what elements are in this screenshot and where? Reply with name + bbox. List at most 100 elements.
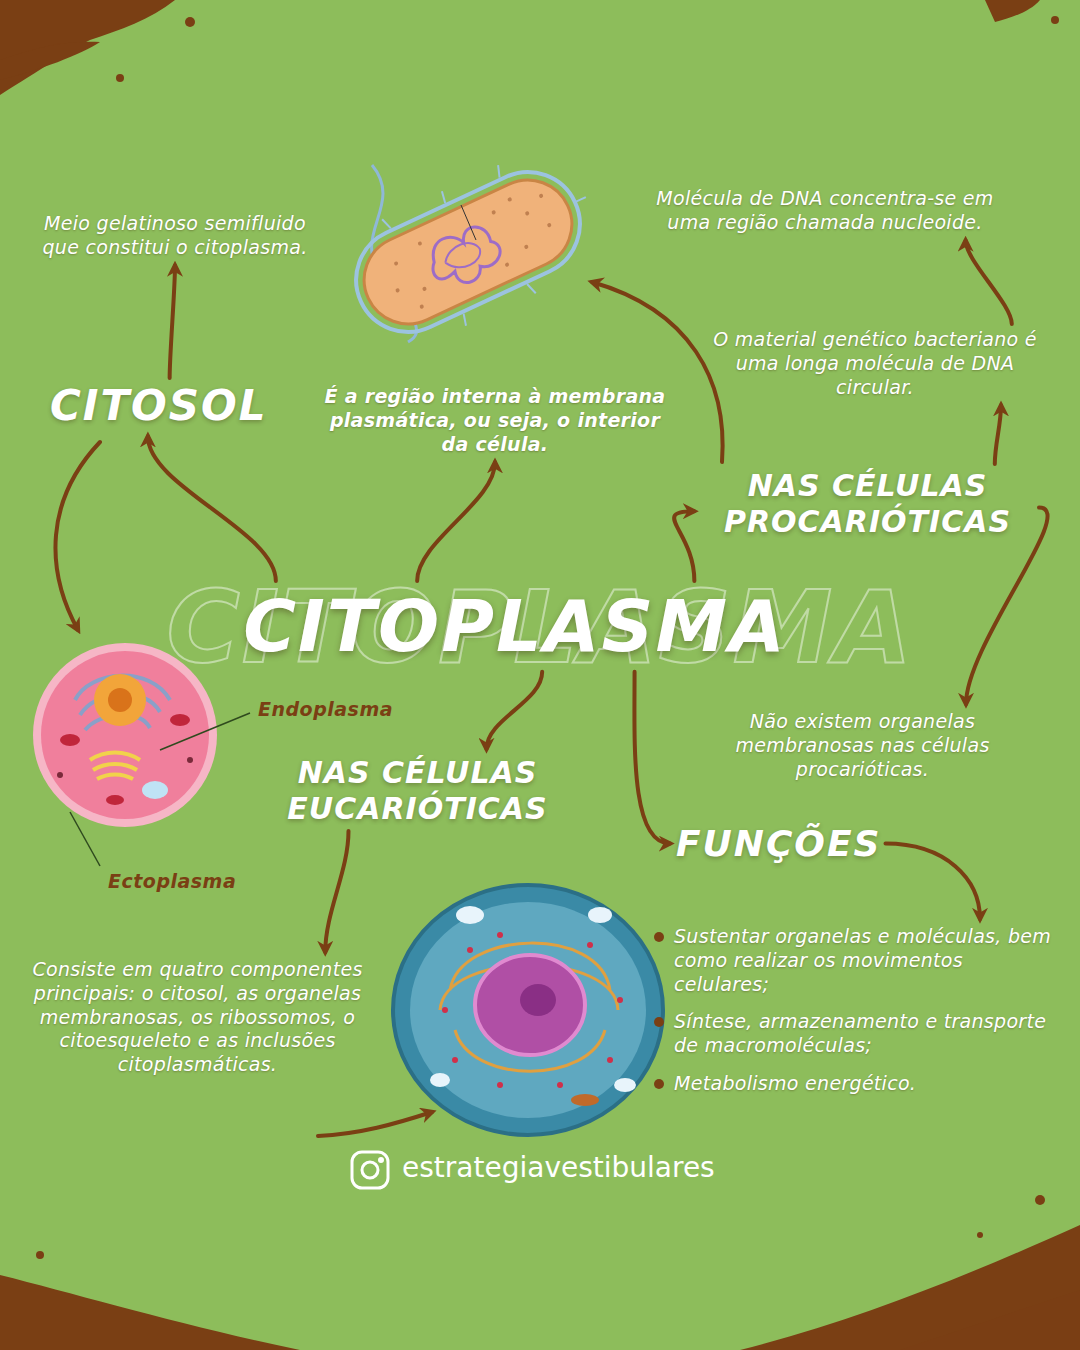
animal-cell-illustration-part [108,688,132,712]
eukaryotic-cell-illustration-part-part [442,1007,448,1013]
eukaryotic-cell-illustration-part-part [557,1082,563,1088]
bacterium-illustration-part-part-part [547,222,552,227]
animal-cell-illustration-part [160,713,250,750]
arrow-connector [417,462,495,581]
eukaryotic-cell-illustration-part-part [497,932,503,938]
bacterium-illustration-part-part [339,155,597,349]
eukaryotic-cell-illustration-part [430,1073,450,1087]
eukaryotic-cell-illustration-part-part [607,1057,613,1063]
eukaryotic-cell-illustration-part-part [617,997,623,1003]
bacterium-illustration-part-part [382,137,614,339]
bacterium-illustration-part-part [380,184,565,316]
eukaryotic-cell-illustration-part [456,906,484,924]
animal-cell-illustration-part [170,714,190,726]
node-text: NAS CÉLULAS PROCARIÓTICAS [700,468,1035,540]
animal-cell-illustration-part [90,753,140,780]
bacterium-illustration-part-part-part [494,165,503,178]
node-text: É a região interna à membrana plasmática… [315,385,675,456]
arrow-connector [995,405,1001,464]
animal-cell-illustration-part [187,757,193,763]
paint-splash-part [116,74,124,82]
animal-cell-illustration-part [142,781,168,799]
topic-heading: CITOSOL [50,382,268,430]
bacterium-illustration [333,137,614,361]
paint-splash-part [0,42,100,80]
illustration-arrow-part [318,1112,432,1136]
bacterium-illustration-part-part-part [417,241,422,246]
bacterium-illustration-part-part-part [461,314,469,326]
paint-splash-part [0,0,175,95]
bacterium-illustration-part-part-part [575,197,586,202]
bacterium-illustration-part-part-part [422,286,427,291]
bullet-item: Síntese, armazenamento e transporte de m… [652,1010,1052,1058]
animal-cell-illustration-part [94,674,146,726]
bacterium-illustration-part-part-part [419,304,424,309]
animal-cell-illustration-part [57,772,63,778]
paint-splash-part [185,17,195,27]
part-label: Endoplasma [258,698,393,721]
bacterium-illustration-part-part-part [527,282,536,295]
social-handle: estrategiavestibulares [402,1150,715,1186]
paint-splash-part [0,1275,300,1350]
bacterium-illustration-part-part-part [440,191,447,203]
node-text: O material genético bacteriano é uma lon… [695,328,1055,399]
animal-cell-illustration-part [70,812,100,866]
paint-splash-part [1051,16,1059,24]
arrow-connector [886,844,981,919]
arrow-connector [634,672,670,844]
bacterium-illustration-part-part-part [491,210,496,215]
eukaryotic-cell-illustration-part [393,885,663,1135]
bacterium-illustration-part-part-part [382,218,391,231]
instagram-icon-part [380,1159,383,1162]
eukaryotic-cell-illustration [393,885,663,1135]
node-text: CITOSOL [50,382,268,430]
eukaryotic-cell-illustration-part [440,943,618,1071]
bullet-list: Sustentar organelas e moléculas, bem com… [652,925,1052,1110]
definition-text: Consiste em quatro componentes principai… [15,958,380,1077]
bacterium-illustration-part-part-part [504,262,509,267]
definition-text: Meio gelatinoso semifluido que constitui… [30,212,320,260]
definition-text: É a região interna à membrana plasmática… [315,385,675,456]
bacterium-illustration-part-part-part [525,211,530,216]
bacterium-illustration-part-part-part [395,288,400,293]
paint-splash-part [1035,1195,1045,1205]
eukaryotic-cell-illustration-part-part [452,1057,458,1063]
bacterium-illustration-part [461,205,476,240]
paint-splash-part [36,1251,44,1259]
eukaryotic-cell-illustration-part [475,955,585,1055]
node-text: Não existem organelas membranosas nas cé… [690,710,1035,781]
eukaryotic-cell-illustration-part [520,984,556,1016]
eukaryotic-cell-illustration-part [614,1078,636,1092]
bullet-item: Metabolismo energético. [652,1072,1052,1096]
definition-text: O material genético bacteriano é uma lon… [695,328,1055,399]
bacterium-illustration-part-part [422,219,507,295]
bacterium-illustration-part-part [350,166,587,339]
bullet-item: Sustentar organelas e moléculas, bem com… [652,925,1052,996]
eukaryotic-cell-illustration-part-part [467,947,473,953]
bacterium-illustration-part [333,137,614,361]
bacterium-illustration-part-part-part [507,197,512,202]
node-text: Consiste em quatro componentes principai… [15,958,380,1077]
eukaryotic-cell-illustration-part [588,907,612,923]
paint-splash-part [900,1290,1080,1350]
central-title: CITOPLASMA [243,585,787,668]
eukaryotic-cell-illustration-part-part [587,942,593,948]
instagram-icon [352,1152,388,1188]
node-text: Molécula de DNA concentra-se em uma regi… [640,187,1010,235]
arrow-connector [325,831,348,952]
part-label: Ectoplasma [108,870,236,893]
topic-heading: NAS CÉLULAS PROCARIÓTICAS [700,468,1035,540]
node-text: CITOPLASMA [243,585,787,668]
definition-text: Não existem organelas membranosas nas cé… [690,710,1035,781]
paint-splash-part [985,0,1040,22]
node-text: Meio gelatinoso semifluido que constitui… [30,212,320,260]
arrow-connector [966,241,1012,325]
definition-text: Molécula de DNA concentra-se em uma regi… [640,187,1010,235]
illustration-arrow-part [55,442,100,630]
topic-heading: FUNÇÕES [676,822,882,865]
instagram-icon-part [352,1152,388,1188]
eukaryotic-cell-illustration-part [410,902,646,1118]
eukaryotic-cell-illustration-part [442,932,623,1088]
